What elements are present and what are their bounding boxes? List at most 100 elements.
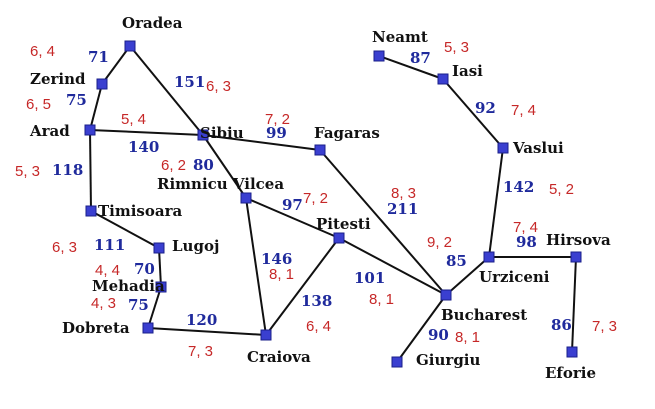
road-mehadia-dobreta bbox=[147, 286, 162, 329]
distance-label-lugoj-mehadia: 70 bbox=[134, 260, 155, 278]
city-label-hirsova: Hirsova bbox=[546, 231, 611, 249]
annotation-lugoj-mehadia: 4, 4 bbox=[95, 262, 120, 279]
road-rimnicu-pitesti bbox=[245, 197, 340, 239]
city-node-urziceni bbox=[483, 251, 495, 263]
annotation-hirsova-eforie: 7, 3 bbox=[592, 318, 617, 335]
distance-label-rimnicu-pitesti: 97 bbox=[282, 196, 303, 214]
city-node-lugoj bbox=[153, 242, 165, 254]
distance-label-mehadia-dobreta: 75 bbox=[128, 296, 149, 314]
annotation-sibiu-rimnicu: 6, 2 bbox=[161, 157, 186, 174]
distance-label-oradea-zerind: 71 bbox=[88, 48, 109, 66]
annotation-rimnicu-craiova: 8, 1 bbox=[269, 266, 294, 283]
annotation-timisoara-lugoj: 6, 3 bbox=[52, 239, 77, 256]
city-node-bucharest bbox=[440, 289, 452, 301]
city-label-sibiu: Sibiu bbox=[200, 124, 244, 142]
city-label-neamt: Neamt bbox=[372, 28, 428, 46]
road-timisoara-lugoj bbox=[90, 210, 160, 249]
city-node-oradea bbox=[124, 40, 136, 52]
city-node-iasi bbox=[437, 73, 449, 85]
city-node-neamt bbox=[373, 50, 385, 62]
city-node-arad bbox=[84, 124, 96, 136]
road-craiova-pitesti bbox=[265, 237, 340, 336]
road-vaslui-iasi bbox=[442, 78, 504, 149]
annotation-bucharest-giurgiu: 8, 1 bbox=[455, 329, 480, 346]
distance-label-vaslui-iasi: 92 bbox=[475, 99, 496, 117]
city-node-giurgiu bbox=[391, 356, 403, 368]
city-node-sibiu bbox=[197, 129, 209, 141]
road-rimnicu-craiova bbox=[245, 197, 267, 336]
roads-layer bbox=[89, 45, 577, 363]
distance-label-arad-sibiu: 140 bbox=[128, 138, 159, 156]
road-bucharest-urziceni bbox=[445, 256, 490, 296]
city-label-fagaras: Fagaras bbox=[314, 124, 380, 142]
distance-labels: 71 151 75 140 118 111 70 75 120 99 80 97 146 138 211 10… bbox=[52, 48, 572, 344]
road-sibiu-fagaras bbox=[202, 134, 321, 151]
annotation-urziceni-vaslui: 5, 2 bbox=[549, 181, 574, 198]
road-lugoj-mehadia bbox=[158, 247, 162, 288]
annotation-oradea-sibiu: 6, 3 bbox=[206, 78, 231, 95]
annotation-rimnicu-pitesti: 7, 2 bbox=[303, 190, 328, 207]
distance-label-sibiu-fagaras: 99 bbox=[266, 124, 287, 142]
city-label-vaslui: Vaslui bbox=[512, 139, 564, 157]
distance-label-craiova-pitesti: 138 bbox=[301, 292, 332, 310]
annotation-iasi-vaslui: 7, 4 bbox=[511, 102, 536, 119]
city-node-vaslui bbox=[497, 142, 509, 154]
road-urziceni-vaslui bbox=[488, 147, 504, 258]
road-iasi-neamt bbox=[378, 55, 444, 80]
road-oradea-zerind bbox=[101, 45, 131, 85]
city-node-fagaras bbox=[314, 144, 326, 156]
city-node-mehadia bbox=[155, 281, 167, 293]
city-label-craiova: Craiova bbox=[247, 348, 311, 366]
road-arad-timisoara bbox=[89, 129, 92, 212]
road-zerind-arad bbox=[89, 83, 103, 131]
cities-layer bbox=[84, 40, 582, 368]
city-label-timisoara: Timisoara bbox=[98, 202, 183, 220]
distance-label-arad-timisoara: 118 bbox=[52, 161, 83, 179]
annotation-fagaras-bucharest: 8, 3 bbox=[391, 185, 416, 202]
city-label-oradea: Oradea bbox=[122, 14, 183, 32]
distance-label-pitesti-bucharest: 101 bbox=[354, 269, 385, 287]
distance-label-oradea-sibiu: 151 bbox=[174, 73, 205, 91]
city-label-iasi: Iasi bbox=[452, 62, 483, 80]
city-label-rimnicu: Rimnicu Vilcea bbox=[157, 175, 284, 193]
road-oradea-sibiu bbox=[129, 45, 204, 136]
city-node-craiova bbox=[260, 329, 272, 341]
city-label-arad: Arad bbox=[29, 122, 70, 140]
road-fagaras-bucharest bbox=[319, 149, 447, 296]
annotation-zerind: 6, 5 bbox=[26, 96, 51, 113]
road-hirsova-eforie bbox=[571, 256, 577, 353]
distance-label-bucharest-urziceni: 85 bbox=[446, 252, 467, 270]
annotation-bucharest-urziceni: 9, 2 bbox=[427, 234, 452, 251]
city-label-pitesti: Pitesti bbox=[316, 215, 371, 233]
distance-label-fagaras-bucharest: 211 bbox=[387, 200, 418, 218]
city-label-urziceni: Urziceni bbox=[479, 268, 550, 286]
distance-label-urziceni-hirsova: 98 bbox=[516, 233, 537, 251]
city-node-zerind bbox=[96, 78, 108, 90]
distance-label-hirsova-eforie: 86 bbox=[551, 316, 572, 334]
distance-label-dobreta-craiova: 120 bbox=[186, 311, 217, 329]
distance-label-sibiu-rimnicu: 80 bbox=[193, 156, 214, 174]
distance-label-urziceni-vaslui: 142 bbox=[503, 178, 534, 196]
road-bucharest-giurgiu bbox=[396, 294, 447, 363]
city-label-eforie: Eforie bbox=[545, 364, 596, 382]
road-arad-sibiu bbox=[89, 129, 204, 136]
road-dobreta-craiova bbox=[147, 327, 267, 336]
distance-label-timisoara-lugoj: 111 bbox=[94, 236, 125, 254]
city-node-dobreta bbox=[142, 322, 154, 334]
city-node-rimnicu bbox=[240, 192, 252, 204]
distance-label-zerind-arad: 75 bbox=[66, 91, 87, 109]
annotation-pitesti-bucharest: 8, 1 bbox=[369, 291, 394, 308]
annotation-urziceni-hirsova: 7, 4 bbox=[513, 219, 538, 236]
annotation-arad-timisoara: 5, 3 bbox=[15, 163, 40, 180]
distance-label-rimnicu-craiova: 146 bbox=[261, 250, 292, 268]
distance-label-bucharest-giurgiu: 90 bbox=[428, 326, 449, 344]
city-label-zerind: Zerind bbox=[30, 70, 86, 88]
annotation-arad-sibiu: 5, 4 bbox=[121, 111, 146, 128]
annotation-neamt-iasi: 5, 3 bbox=[444, 39, 469, 56]
annotation-dobreta-craiova: 7, 3 bbox=[188, 343, 213, 360]
city-node-pitesti bbox=[333, 232, 345, 244]
city-label-bucharest: Bucharest bbox=[441, 306, 527, 324]
